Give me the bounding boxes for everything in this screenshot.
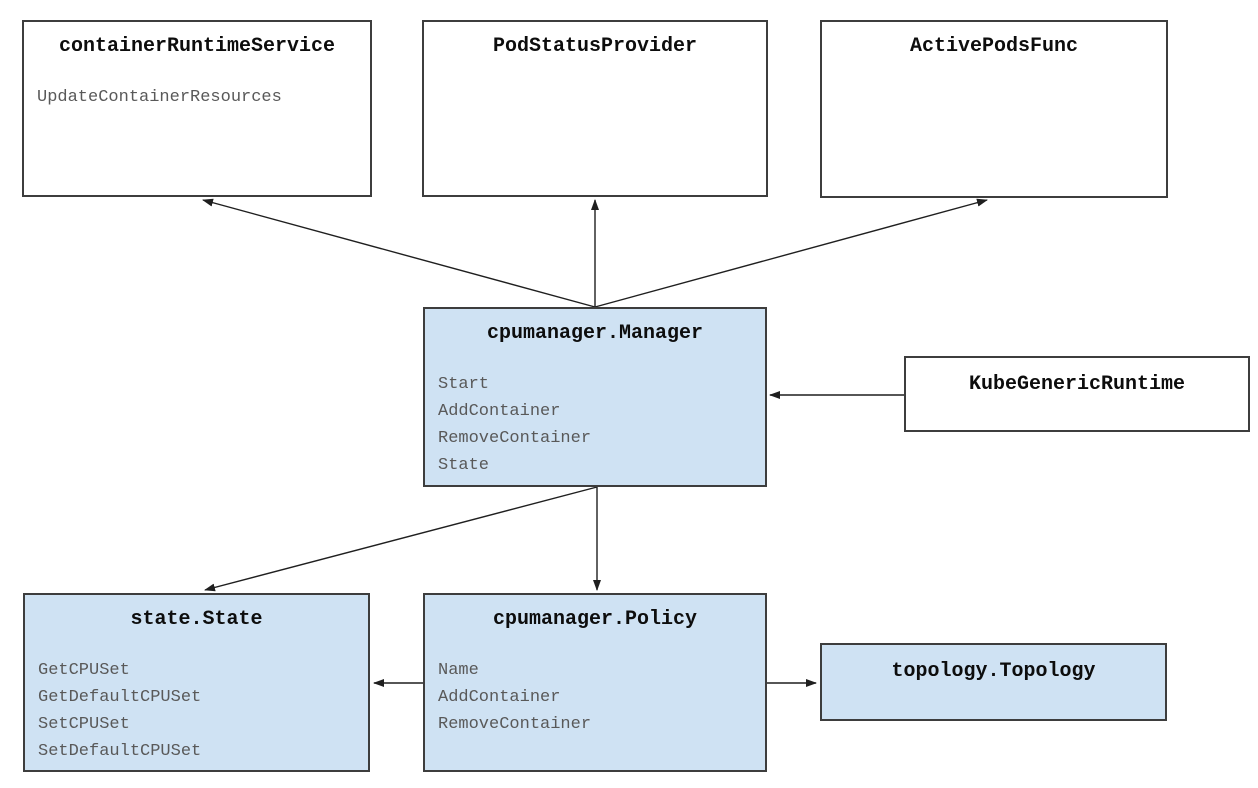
box-pod-status-provider-title: PodStatusProvider	[492, 35, 698, 58]
box-container-runtime-service: containerRuntimeService UpdateContainerR…	[22, 20, 372, 197]
method-set-default-cpuset: SetDefaultCPUSet	[38, 742, 202, 761]
box-cpumanager-policy-title: cpumanager.Policy	[492, 608, 698, 631]
box-kube-generic-runtime: KubeGenericRuntime	[904, 356, 1250, 432]
box-cpumanager-manager: cpumanager.Manager Start AddContainer Re…	[423, 307, 767, 487]
method-start: Start	[438, 375, 490, 394]
box-state-state: state.State GetCPUSet GetDefaultCPUSet S…	[23, 593, 370, 772]
arrow-manager-to-container-runtime-service	[202, 198, 596, 308]
box-pod-status-provider: PodStatusProvider	[422, 20, 768, 197]
box-active-pods-func: ActivePodsFunc	[820, 20, 1168, 198]
method-add-container: AddContainer	[438, 688, 561, 707]
arrow-manager-to-active-pods-func	[594, 198, 988, 308]
box-cpumanager-manager-title: cpumanager.Manager	[486, 322, 704, 345]
box-active-pods-func-title: ActivePodsFunc	[909, 35, 1079, 58]
box-container-runtime-service-methods: UpdateContainerResources	[24, 84, 370, 111]
method-state: State	[438, 456, 490, 475]
box-container-runtime-service-title: containerRuntimeService	[58, 35, 336, 58]
method-remove-container: RemoveContainer	[438, 715, 592, 734]
box-topology-topology-title: topology.Topology	[891, 660, 1096, 683]
method-set-cpuset: SetCPUSet	[38, 715, 130, 734]
method-get-default-cpuset: GetDefaultCPUSet	[38, 688, 202, 707]
method-get-cpuset: GetCPUSet	[38, 661, 130, 680]
box-cpumanager-manager-methods: Start AddContainer RemoveContainer State	[425, 371, 765, 479]
box-cpumanager-policy-methods: Name AddContainer RemoveContainer	[425, 657, 765, 738]
method-add-container: AddContainer	[438, 402, 561, 421]
method-update-container-resources: UpdateContainerResources	[37, 88, 282, 107]
method-remove-container: RemoveContainer	[438, 429, 592, 448]
box-cpumanager-policy: cpumanager.Policy Name AddContainer Remo…	[423, 593, 767, 772]
arrow-manager-to-state	[204, 486, 598, 592]
method-name: Name	[438, 661, 479, 680]
box-kube-generic-runtime-title: KubeGenericRuntime	[968, 373, 1186, 396]
box-topology-topology: topology.Topology	[820, 643, 1167, 721]
box-state-state-title: state.State	[130, 608, 263, 631]
box-state-state-methods: GetCPUSet GetDefaultCPUSet SetCPUSet Set…	[25, 657, 368, 765]
